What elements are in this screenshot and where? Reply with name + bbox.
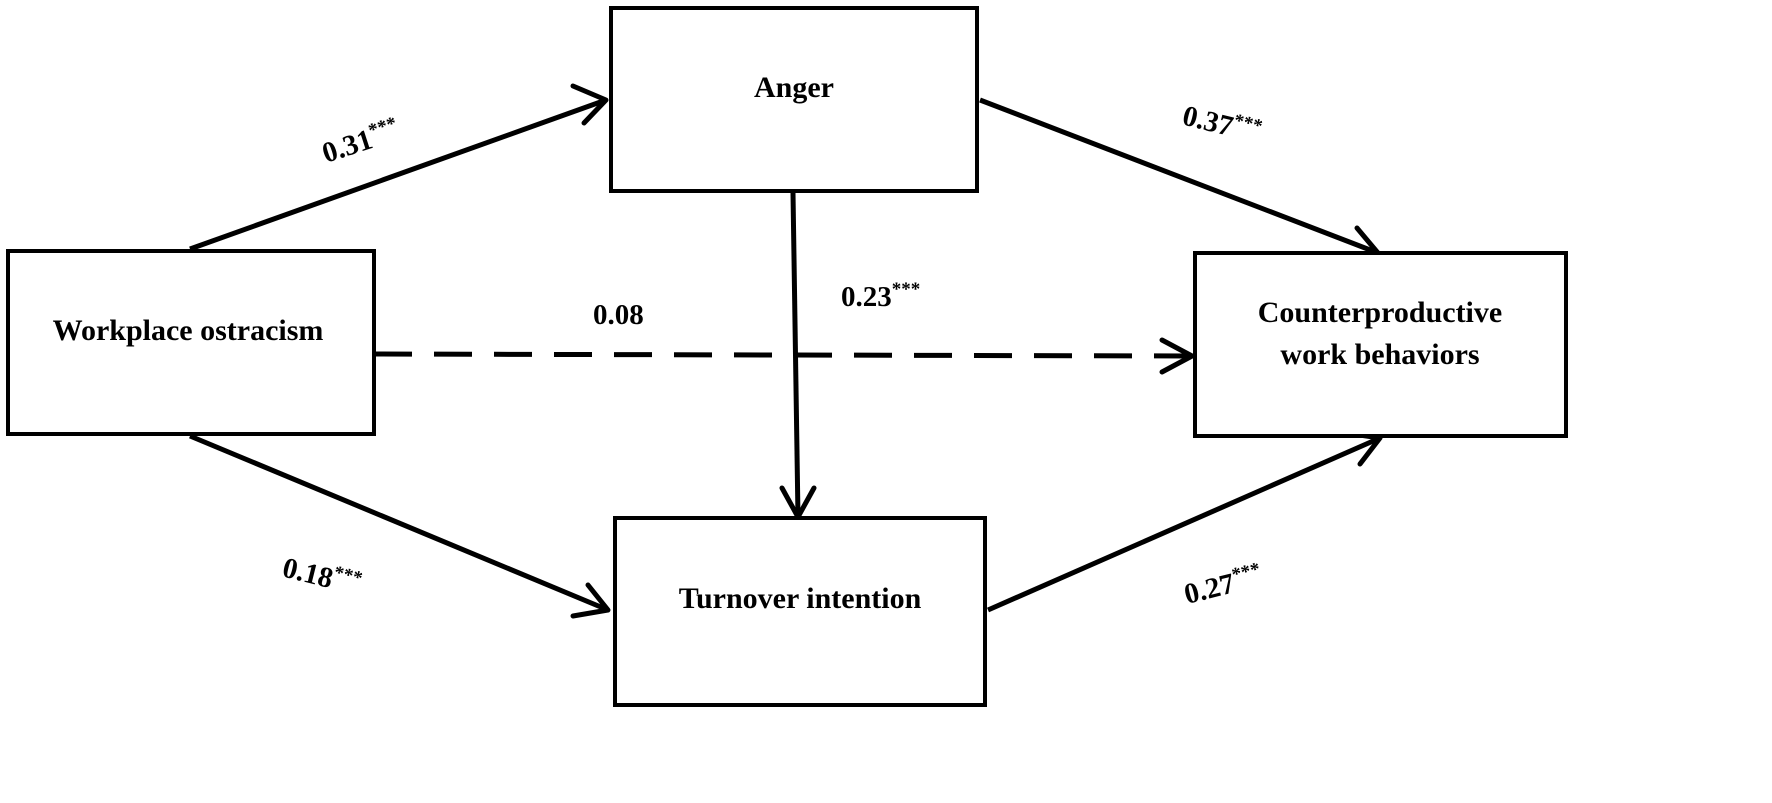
node-workplace-ostracism: Workplace ostracism [6, 249, 376, 436]
coef-anger-cwb: 0.37*** [1179, 98, 1264, 150]
node-label: Turnover intention [679, 582, 922, 615]
node-counterproductive-work-behaviors: Counterproductive work behaviors [1193, 251, 1568, 438]
arrowhead-icon [570, 582, 611, 619]
coef-ostracism-turnover: 0.18*** [279, 550, 364, 602]
coef-ostracism-anger: 0.31*** [318, 113, 404, 170]
node-turnover-intention: Turnover intention [613, 516, 987, 707]
arrowhead-icon [1159, 337, 1195, 375]
coef-turnover-cwb: 0.27*** [1180, 559, 1265, 611]
path-ostracism-to-turnover [189, 433, 611, 619]
node-anger: Anger [609, 6, 979, 193]
coef-ostracism-cwb: 0.08 [593, 299, 644, 331]
node-label-line-2: work behaviors [1280, 338, 1479, 371]
path-ostracism-to-anger [189, 83, 609, 252]
node-label: Anger [754, 71, 834, 104]
node-label: Workplace ostracism [53, 314, 324, 347]
path-ostracism-to-cwb-dashed [373, 337, 1195, 375]
arrowhead-icon [570, 83, 609, 126]
path-anger-to-cwb [979, 97, 1381, 262]
node-label-line-1: Counterproductive [1258, 296, 1502, 329]
coef-anger-turnover: 0.23*** [841, 279, 920, 313]
